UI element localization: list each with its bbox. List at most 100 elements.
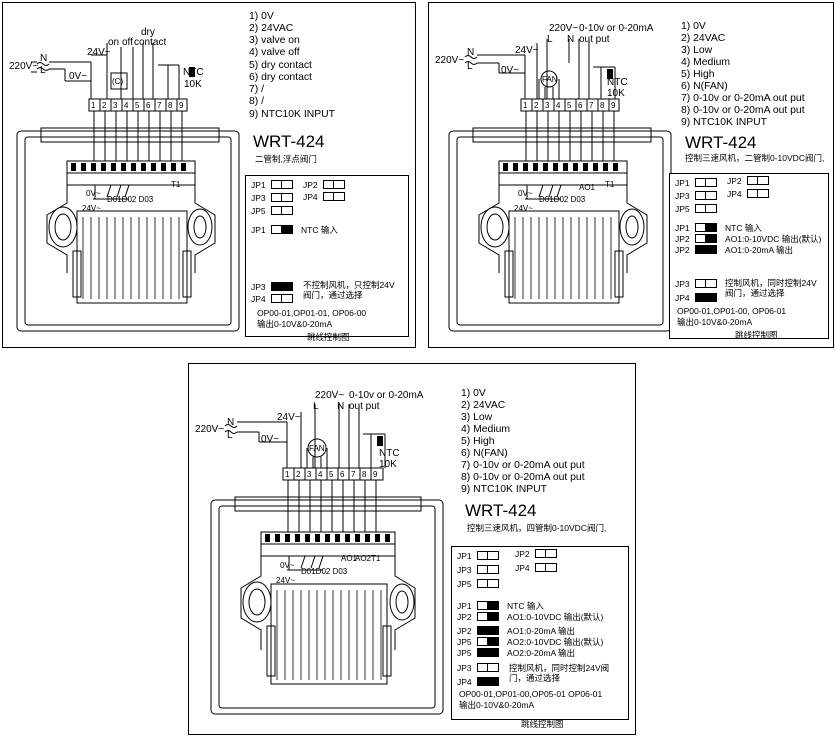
jumper-row: JP1 NTC 输入 bbox=[457, 601, 544, 611]
jumper-switch bbox=[694, 245, 717, 254]
board-do: D01D02 D03 bbox=[107, 195, 154, 204]
board-do: D01D02 D03 bbox=[301, 567, 348, 576]
legend-item: 4) Medium bbox=[461, 424, 511, 435]
jumper-switch bbox=[694, 204, 717, 213]
jumper-switch bbox=[694, 223, 717, 232]
legend-item: 6) dry contact bbox=[249, 72, 312, 83]
output-top: 0-10v or 0-20mA bbox=[349, 390, 424, 401]
legend-item: 9) NTC10K INPUT bbox=[461, 484, 548, 495]
board-t1: T1 bbox=[371, 554, 381, 563]
legend-item: 3) valve on bbox=[249, 35, 300, 46]
legend-item: 2) 24VAC bbox=[681, 33, 726, 44]
jumper-table bbox=[669, 173, 829, 339]
off-label: off bbox=[122, 37, 133, 48]
l-label: L bbox=[40, 65, 46, 76]
legend-item: 8) 0-10v or 0-20mA out put bbox=[681, 105, 805, 116]
ntc-label: NTC bbox=[379, 448, 400, 459]
jumper-row: JP5 AO2:0-10VDC 输出(默认) bbox=[457, 637, 604, 647]
jumper-switch bbox=[476, 648, 499, 657]
jumper-note: 控制风机，同时控制24V阀门，通过选择 bbox=[725, 278, 817, 298]
board-0v: 0V~ bbox=[86, 189, 101, 198]
jumper-row: JP3 bbox=[675, 191, 717, 201]
terminal-number: 8 bbox=[600, 101, 605, 110]
legend-item: 9) NTC10K INPUT bbox=[681, 117, 768, 128]
jumper-row: JP4 bbox=[515, 563, 557, 573]
board-t1: T1 bbox=[605, 180, 615, 189]
jumper-row: JP4 bbox=[675, 293, 717, 303]
legend-item: 2) 24VAC bbox=[461, 400, 506, 411]
jumper-note: 控制风机，同时控制24V阀门，通过选择 bbox=[509, 663, 610, 683]
jumper-switch bbox=[694, 234, 717, 243]
jumper-switch bbox=[476, 579, 499, 588]
v24-label: 24V~ bbox=[515, 45, 539, 56]
jumper-row: JP1 NTC 输入 bbox=[251, 225, 338, 235]
jumper-switch bbox=[476, 677, 499, 686]
jumper-row: JP5 bbox=[457, 579, 499, 589]
terminal-number: 5 bbox=[567, 101, 572, 110]
legend-item: 8) / bbox=[249, 96, 265, 107]
fan-label: FAN bbox=[309, 444, 325, 453]
terminal-number: 4 bbox=[556, 101, 561, 110]
terminal-number: 8 bbox=[168, 101, 173, 110]
board-t1: T1 bbox=[171, 180, 181, 189]
terminal-number: 8 bbox=[362, 470, 367, 479]
jumper-row: JP4 bbox=[727, 189, 769, 199]
jumper-row: JP2 AO1:0-10VDC 输出(默认) bbox=[457, 612, 604, 622]
terminal-number: 1 bbox=[91, 101, 96, 110]
jumper-switch bbox=[270, 206, 293, 215]
terminal-number: 2 bbox=[296, 470, 301, 479]
jumper-row: JP1 bbox=[457, 551, 499, 561]
board-ao2: AO2 bbox=[355, 554, 372, 563]
jumper-switch bbox=[476, 626, 499, 635]
jumper-caption: 跳线控制图 bbox=[307, 332, 350, 342]
jumper-switch bbox=[270, 193, 293, 202]
board-24v: 24V~ bbox=[514, 204, 533, 213]
v0-label: 0V~ bbox=[69, 71, 88, 82]
terminal-number: 4 bbox=[124, 101, 129, 110]
jumper-out: 输出0-10V&0-20mA bbox=[677, 317, 753, 327]
jumper-note: 不控制风机，只控制24V阀门，通过选择 bbox=[303, 280, 395, 300]
supply-label: 220V~ bbox=[195, 424, 225, 435]
legend-item: 7) 0-10v or 0-20mA out put bbox=[681, 93, 805, 104]
jumper-row: JP4 bbox=[303, 192, 345, 202]
legend-item: 4) Medium bbox=[681, 57, 731, 68]
jumper-switch bbox=[694, 191, 717, 200]
v0-label: 0V~ bbox=[261, 434, 280, 445]
ntc-label: NTC bbox=[183, 67, 204, 78]
legend-item: 6) N(FAN) bbox=[461, 448, 508, 459]
jumper-switch bbox=[476, 612, 499, 621]
jumper-switch bbox=[476, 565, 499, 574]
jumper-switch bbox=[270, 282, 293, 291]
legend-item: 9) NTC10K INPUT bbox=[249, 109, 336, 120]
terminal-number: 3 bbox=[307, 470, 312, 479]
ntc-value: 10K bbox=[607, 88, 625, 99]
jumper-switch bbox=[694, 178, 717, 187]
jumper-row: JP2 bbox=[303, 180, 345, 190]
wiring-diagram-3 bbox=[210, 404, 444, 715]
board-do: D01D02 D03 bbox=[539, 195, 586, 204]
jumper-op: OP00-01,OP01-01, OP06-00 bbox=[257, 308, 367, 318]
legend-item: 7) / bbox=[249, 84, 265, 95]
output-top: 0-10v or 0-20mA bbox=[579, 23, 654, 34]
jumper-row: JP1 NTC 输入 bbox=[675, 223, 762, 233]
model-subtitle: 二管制,浮点阀门 bbox=[255, 154, 317, 164]
jumper-switch bbox=[322, 192, 345, 201]
jumper-row: JP5 bbox=[251, 206, 293, 216]
output-put: out put bbox=[349, 401, 380, 412]
jumper-row: JP3 bbox=[251, 193, 293, 203]
terminal-number: 9 bbox=[611, 101, 616, 110]
legend-item: 5) High bbox=[681, 69, 715, 80]
l-label: L bbox=[227, 430, 233, 441]
wiring-diagram-2 bbox=[448, 39, 672, 332]
terminal-number: 6 bbox=[146, 101, 151, 110]
legend-item: 7) 0-10v or 0-20mA out put bbox=[461, 460, 585, 471]
jumper-switch bbox=[694, 279, 717, 288]
jumper-switch bbox=[534, 549, 557, 558]
l-label: L bbox=[313, 401, 319, 412]
jumper-caption: 跳线控制图 bbox=[521, 719, 564, 729]
terminal-number: 1 bbox=[523, 101, 528, 110]
supply-top: 220V~ bbox=[315, 390, 345, 401]
ntc-value: 10K bbox=[379, 459, 397, 470]
terminal-number: 2 bbox=[534, 101, 539, 110]
jumper-row: JP3 bbox=[251, 282, 293, 292]
